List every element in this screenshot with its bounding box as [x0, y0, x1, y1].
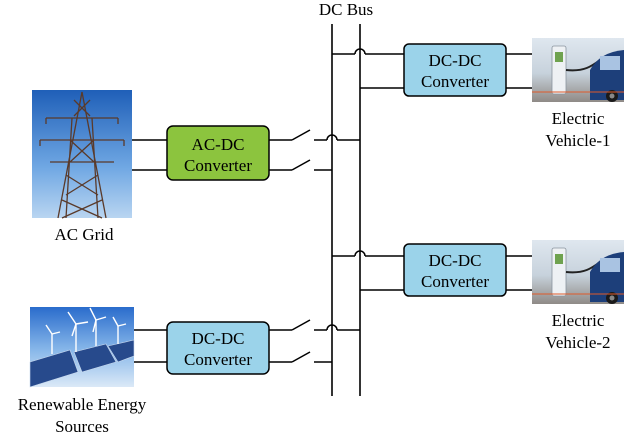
renewable-wires — [134, 329, 167, 363]
ac-grid-label: AC Grid — [54, 225, 114, 244]
dc-dc-ev2-line1: DC-DC — [429, 251, 482, 270]
dc-dc-ev1-line1: DC-DC — [429, 51, 482, 70]
ac-grid-tower-image — [32, 90, 132, 219]
ac-dc-converter-line1: AC-DC — [192, 135, 245, 154]
dc-dc-converter-ev1-block: DC-DC Converter — [403, 43, 507, 97]
dcdc-to-ev-wires — [506, 53, 532, 291]
renewable-dcdc-to-bus-switches — [269, 319, 360, 363]
ac-dc-converter-block: AC-DC Converter — [166, 125, 270, 181]
bus-to-ev1-dcdc-wires — [332, 48, 404, 89]
dc-dc-ev1-line2: Converter — [421, 72, 489, 91]
ac-grid-wires — [132, 139, 167, 171]
ev1-label-line1: Electric — [552, 109, 605, 128]
dc-dc-converter-renewable-block: DC-DC Converter — [166, 321, 270, 375]
dc-bus-label: DC Bus — [319, 0, 373, 19]
dc-dc-ev2-line2: Converter — [421, 272, 489, 291]
renewable-label-line2: Sources — [55, 417, 109, 436]
ev2-label-line1: Electric — [552, 311, 605, 330]
ac-dc-converter-line2: Converter — [184, 156, 252, 175]
renewable-label-line1: Renewable Energy — [18, 395, 147, 414]
dc-dc-renewable-line2: Converter — [184, 350, 252, 369]
ev1-label-line2: Vehicle-1 — [545, 131, 610, 150]
electric-vehicle-2-image — [532, 240, 624, 304]
bus-to-ev2-dcdc-wires — [332, 250, 404, 291]
acdc-to-bus-switches — [269, 129, 360, 171]
renewable-energy-image — [29, 307, 135, 388]
ev2-label-line2: Vehicle-2 — [545, 333, 610, 352]
dc-dc-renewable-line1: DC-DC — [192, 329, 245, 348]
dc-dc-converter-ev2-block: DC-DC Converter — [403, 243, 507, 297]
electric-vehicle-1-image — [532, 38, 624, 102]
